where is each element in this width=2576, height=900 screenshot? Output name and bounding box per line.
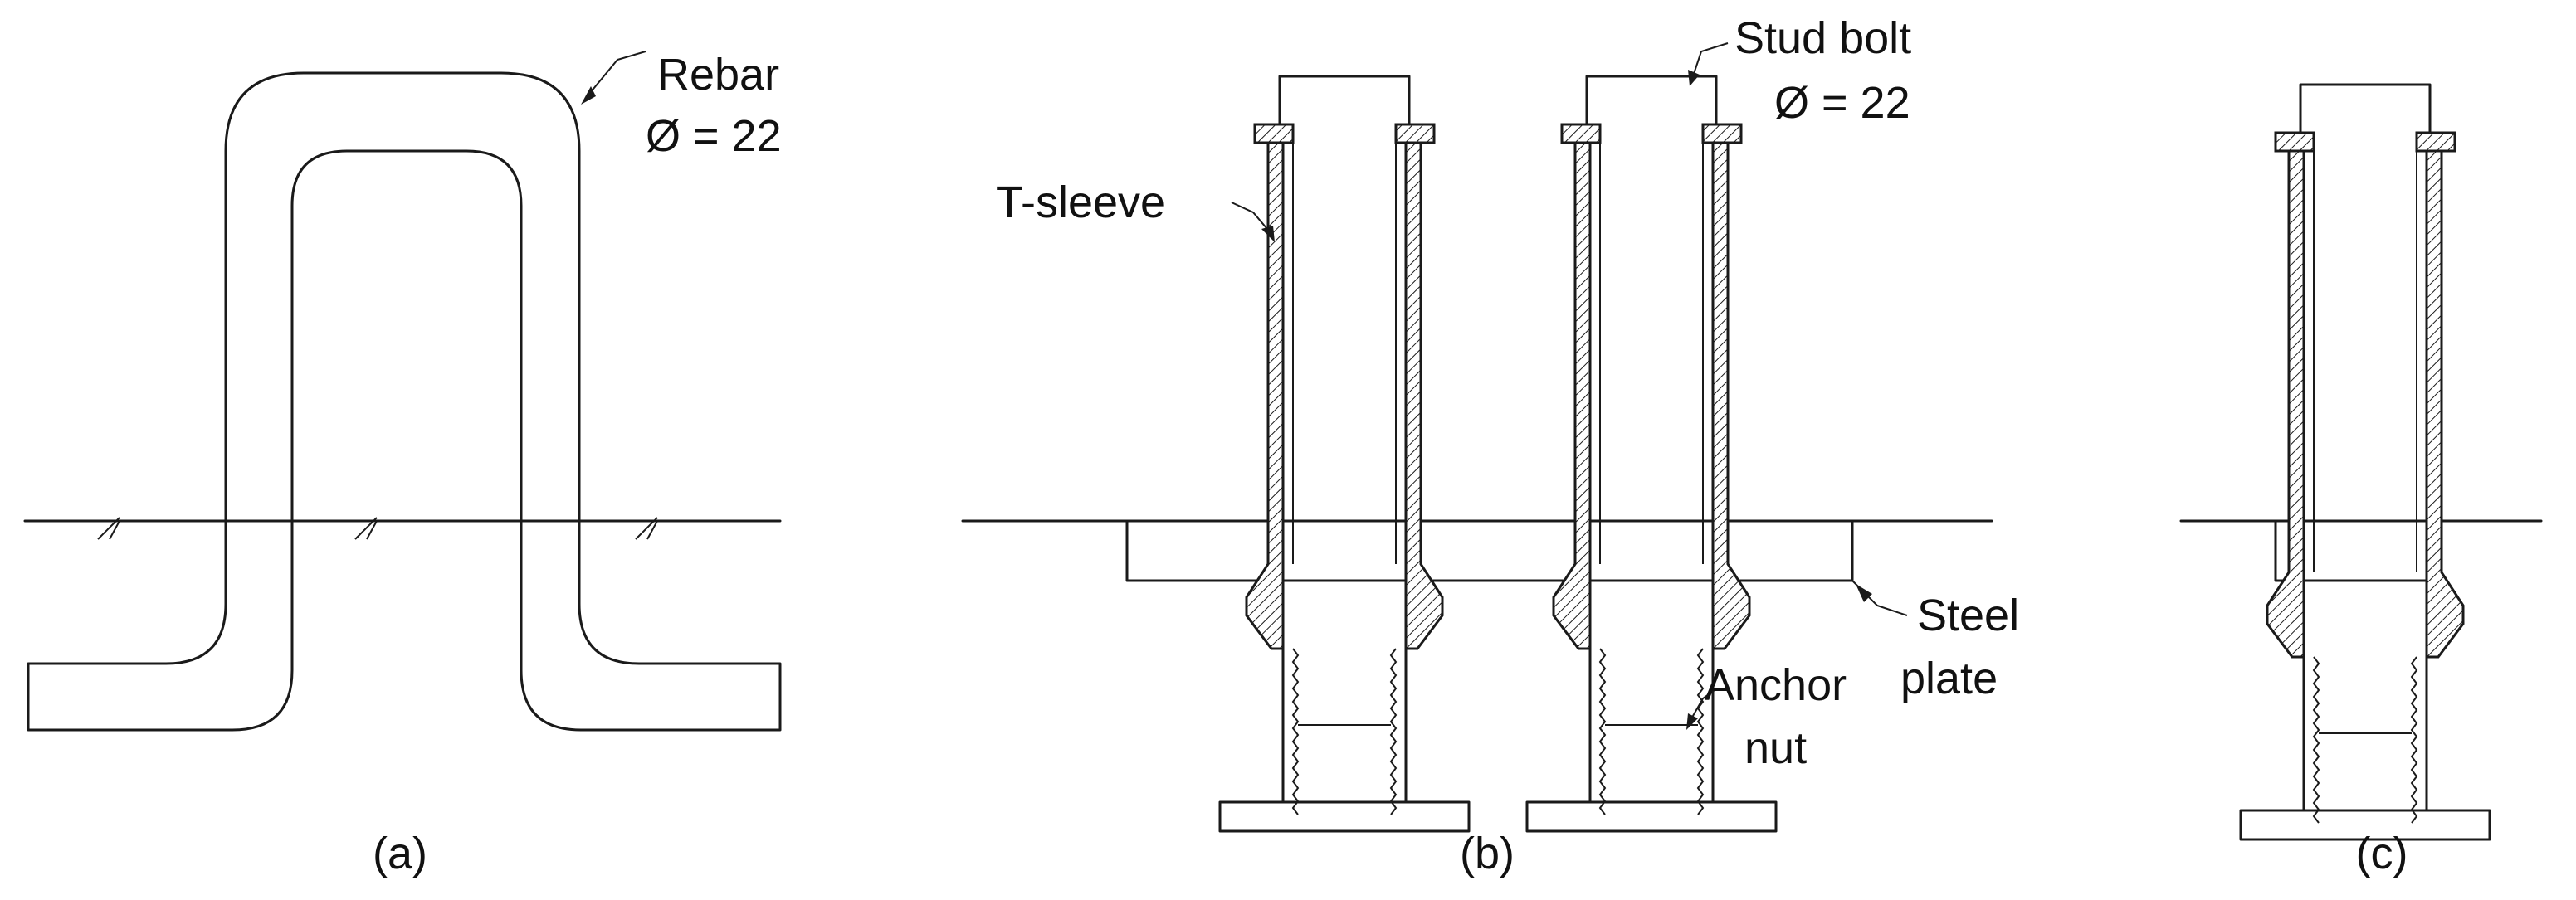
rebar-label: Rebar (657, 50, 779, 100)
steel-plate-label-2: plate (1900, 654, 1998, 703)
panel-a: Rebar Ø = 22 (a) (23, 50, 782, 878)
steel-plate (1125, 519, 1854, 582)
caption-a: (a) (373, 829, 427, 878)
anchor-nut-leader (1689, 689, 1715, 722)
panel-b: T-sleeve Stud bolt Ø = 22 Steel plate An… (961, 13, 2019, 878)
caption-c: (c) (2356, 829, 2408, 878)
caption-b: (b) (1460, 829, 1515, 878)
stud-bolt-diameter-label: Ø = 22 (1774, 78, 1910, 128)
stud-assembly-c (2239, 83, 2491, 841)
rebar-diameter-label: Ø = 22 (646, 111, 782, 161)
t-sleeve-leader (1231, 202, 1272, 235)
stud-assembly-left (1218, 75, 1471, 833)
panel-c: (c) (2179, 83, 2543, 878)
anchor-nut-label-2: nut (1744, 723, 1807, 773)
rebar-hairpin (27, 71, 782, 732)
stud-bolt-leader (1692, 42, 1729, 77)
stud-assembly-right (1525, 75, 1778, 833)
steel-plate-label: Steel (1917, 591, 2019, 640)
anchor-nut-label: Anchor (1705, 660, 1847, 710)
stud-bolt-label: Stud bolt (1734, 13, 1911, 63)
t-sleeve-label: T-sleeve (996, 178, 1165, 227)
rebar-leader (585, 51, 646, 99)
steel-plate-leader (1852, 580, 1908, 616)
